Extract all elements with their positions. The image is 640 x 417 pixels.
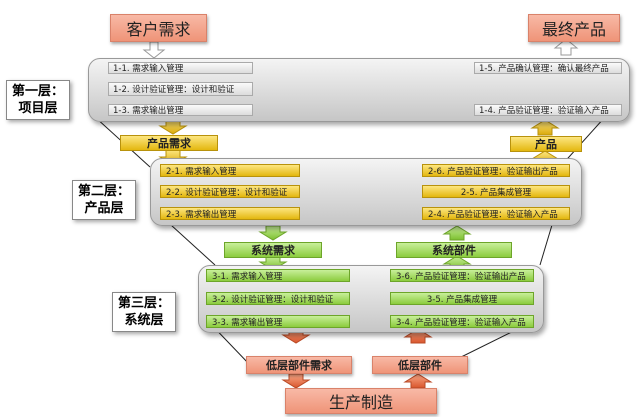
l3-box-3-1: 3-1. 需求输入管理 xyxy=(206,269,350,282)
l3-box-3-6: 3-6. 产品验证管理：验证输出产品 xyxy=(390,269,534,282)
l1-box-1-1: 1-1. 需求输入管理 xyxy=(108,62,253,74)
layer1-label: 第一层： 项目层 xyxy=(6,80,70,120)
l2-box-2-5: 2-5. 产品集成管理 xyxy=(422,185,570,198)
l1-box-1-4: 1-4. 产品验证管理：验证输入产品 xyxy=(474,104,622,116)
customer-down-arrow xyxy=(142,41,166,59)
customer-demand-label: 客户需求 xyxy=(126,20,191,39)
system-parts-label: 系统部件 xyxy=(396,242,512,258)
product-demand-label: 产品需求 xyxy=(120,135,218,151)
red-down-arrow-2 xyxy=(281,373,311,389)
low-demand-box: 低层部件需求 xyxy=(246,356,352,374)
final-up-arrow xyxy=(553,38,579,56)
final-product-box: 最终产品 xyxy=(528,14,620,42)
layer3-label: 第三层： 系统层 xyxy=(112,292,176,332)
l3-box-3-4: 3-4. 产品验证管理：验证输入产品 xyxy=(390,315,534,328)
l2-box-2-6: 2-6. 产品验证管理：验证输出产品 xyxy=(422,164,570,177)
l2-box-2-3: 2-3. 需求输出管理 xyxy=(160,207,300,220)
l1-box-1-3: 1-3. 需求输出管理 xyxy=(108,104,253,116)
l3-box-3-5: 3-5. 产品集成管理 xyxy=(390,292,534,305)
l2-box-2-2: 2-2. 设计验证管理：设计和验证 xyxy=(160,185,300,198)
gold-up-arrow-2 xyxy=(530,119,560,136)
l3-box-3-2: 3-2. 设计验证管理：设计和验证 xyxy=(206,292,350,305)
red-up-arrow-2 xyxy=(403,328,433,344)
system-demand-label: 系统需求 xyxy=(224,242,322,258)
final-product-label: 最终产品 xyxy=(541,20,606,39)
low-parts-box: 低层部件 xyxy=(372,356,468,374)
l1-box-1-5: 1-5. 产品确认管理：确认最终产品 xyxy=(474,62,622,74)
l2-box-2-1: 2-1. 需求输入管理 xyxy=(160,164,300,177)
layer2-label: 第二层： 产品层 xyxy=(72,180,136,220)
red-up-arrow-1 xyxy=(403,373,433,389)
customer-demand-box: 客户需求 xyxy=(110,14,207,42)
production-label: 生产制造 xyxy=(328,393,393,412)
production-box: 生产制造 xyxy=(285,388,437,414)
l2-box-2-4: 2-4. 产品验证管理：验证输入产品 xyxy=(422,207,570,220)
product-label: 产品 xyxy=(510,136,582,152)
l3-box-3-3: 3-3. 需求输出管理 xyxy=(206,315,350,328)
green-down-arrow-1 xyxy=(258,225,288,241)
green-up-arrow-2 xyxy=(442,225,472,241)
l1-box-1-2: 1-2. 设计验证管理：设计和验证 xyxy=(108,82,253,96)
